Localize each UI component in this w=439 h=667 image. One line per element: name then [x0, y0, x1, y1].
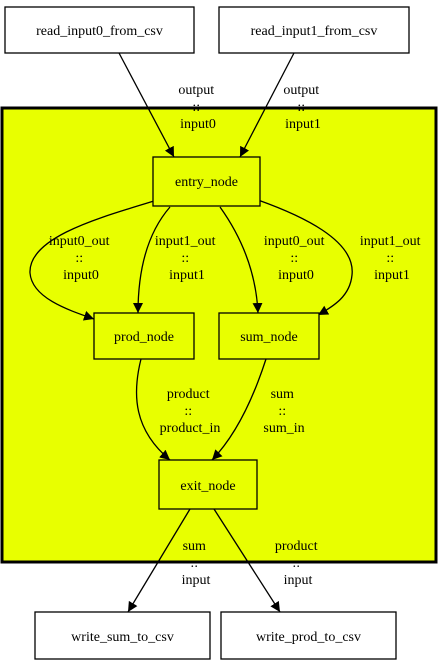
- edge-sum-exit: [211, 358, 267, 461]
- node-write-prod-to-csv[interactable]: write_prod_to_csv: [220, 611, 397, 660]
- edge-label-prod-exit: product :: product_in: [160, 387, 221, 436]
- node-read-input1-from-csv[interactable]: read_input1_from_csv: [218, 6, 410, 54]
- edge-label-exit-wprod: product :: input: [275, 539, 321, 588]
- node-exit[interactable]: exit_node: [158, 459, 258, 510]
- edge-read0-entry: [118, 52, 175, 158]
- edge-entry-sum-input0: [219, 206, 263, 314]
- edge-label-exit-wsum: sum :: input: [182, 539, 211, 588]
- edge-read1-entry: [239, 52, 295, 158]
- edge-exit-wprod: [213, 508, 281, 613]
- edge-entry-prod-input0: [29, 199, 158, 321]
- edge-prod-exit: [135, 358, 171, 461]
- node-label: sum_node: [240, 330, 298, 345]
- node-label: read_input0_from_csv: [36, 24, 163, 39]
- edge-label-sum-exit: sum :: sum_in: [263, 387, 304, 436]
- edge-label-entry-sum-input0: input0_out :: input0: [264, 234, 328, 283]
- edge-entry-sum-input1: [257, 199, 353, 316]
- node-label: entry_node: [175, 175, 238, 190]
- node-label: write_prod_to_csv: [256, 630, 361, 645]
- nodes: read_input0_from_csv read_input1_from_cs…: [4, 6, 410, 660]
- edge-entry-prod-input1: [133, 206, 171, 314]
- edge-label-read0-entry: output :: input0: [178, 83, 217, 132]
- node-label: exit_node: [180, 479, 235, 494]
- edge-label-read1-entry: output :: input1: [283, 83, 322, 132]
- edges: [29, 52, 353, 613]
- node-sum[interactable]: sum_node: [218, 312, 320, 360]
- edge-label-entry-sum-input1: input1_out :: input1: [360, 234, 424, 283]
- node-read-input0-from-csv[interactable]: read_input0_from_csv: [4, 6, 195, 54]
- node-write-sum-to-csv[interactable]: write_sum_to_csv: [34, 611, 211, 660]
- node-label: write_sum_to_csv: [71, 630, 174, 645]
- node-label: read_input1_from_csv: [251, 24, 378, 39]
- edge-label-entry-prod-input1: input1_out :: input1: [155, 234, 219, 283]
- edge-exit-wsum: [127, 508, 191, 613]
- node-entry[interactable]: entry_node: [152, 156, 261, 207]
- node-label: prod_node: [114, 330, 174, 345]
- node-prod[interactable]: prod_node: [93, 312, 195, 360]
- edge-labels: output :: input0 output :: input1 input0…: [49, 83, 424, 588]
- edge-label-entry-prod-input0: input0_out :: input0: [49, 234, 113, 283]
